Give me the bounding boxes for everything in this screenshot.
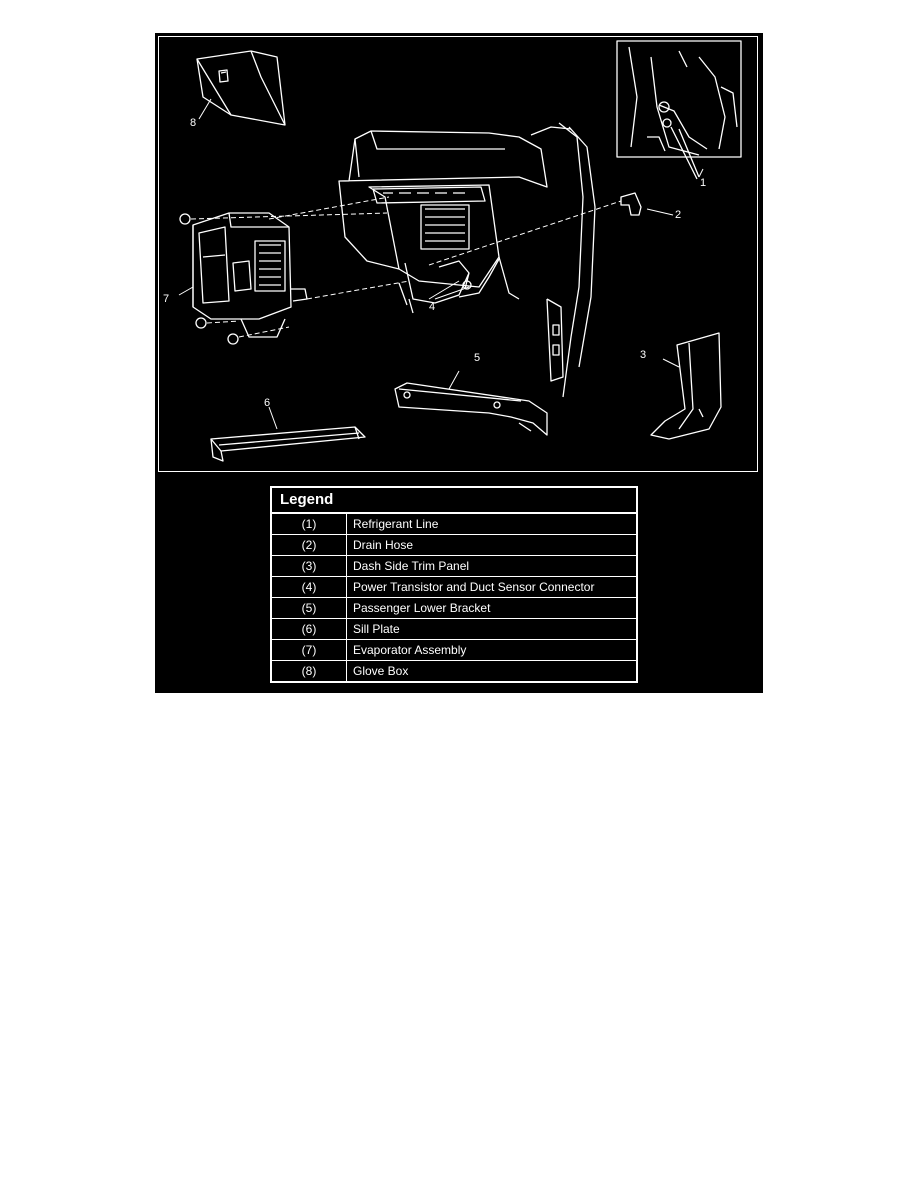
legend-table: Legend (1) Refrigerant Line (2) Drain Hose… — [270, 486, 638, 683]
passenger-lower-bracket-drawing — [394, 382, 548, 436]
legend-row: (8) Glove Box — [272, 660, 636, 681]
legend-number: (6) — [272, 619, 347, 639]
callout-3: 3 — [640, 349, 647, 361]
legend-number: (5) — [272, 598, 347, 618]
legend-title: Legend — [272, 488, 636, 513]
diagram-figure: 1 2 3 4 5 6 7 8 Legend (1) Refrigerant Li… — [155, 33, 763, 693]
sill-plate-drawing — [210, 426, 366, 462]
legend-number: (7) — [272, 640, 347, 660]
legend-number: (1) — [272, 514, 347, 534]
glove-box-drawing — [196, 50, 286, 126]
legend-description: Passenger Lower Bracket — [353, 601, 491, 615]
legend-row: (6) Sill Plate — [272, 618, 636, 639]
legend-row: (2) Drain Hose — [272, 534, 636, 555]
callout-5: 5 — [474, 352, 481, 364]
legend-description: Power Transistor and Duct Sensor Connect… — [353, 580, 595, 594]
callout-2: 2 — [675, 209, 682, 221]
callout-7: 7 — [163, 293, 170, 305]
legend-number: (3) — [272, 556, 347, 576]
legend-description: Drain Hose — [353, 538, 414, 552]
legend-row: (3) Dash Side Trim Panel — [272, 555, 636, 576]
callout-6: 6 — [264, 397, 271, 409]
screws-drawing — [179, 213, 472, 345]
legend-row: (1) Refrigerant Line — [272, 513, 636, 534]
legend-number: (2) — [272, 535, 347, 555]
refrigerant-line-inset — [616, 40, 742, 180]
legend-description: Dash Side Trim Panel — [353, 559, 470, 573]
callout-4: 4 — [429, 301, 436, 313]
drain-hose-drawing — [620, 192, 642, 216]
legend-row: (5) Passenger Lower Bracket — [272, 597, 636, 618]
callout-1: 1 — [700, 177, 707, 189]
exploded-view-drawing: 1 2 3 4 5 6 7 8 — [158, 36, 758, 472]
legend-description: Refrigerant Line — [353, 517, 439, 531]
legend-row: (7) Evaporator Assembly — [272, 639, 636, 660]
dash-side-trim-panel-drawing — [650, 332, 722, 440]
line-art — [178, 40, 742, 462]
legend-row: (4) Power Transistor and Duct Sensor Conn… — [272, 576, 636, 597]
dashboard-drawing — [338, 122, 596, 398]
evaporator-assembly-drawing — [192, 212, 308, 338]
callout-8: 8 — [190, 117, 197, 129]
legend-description: Evaporator Assembly — [353, 643, 467, 657]
legend-number: (4) — [272, 577, 347, 597]
legend-description: Sill Plate — [353, 622, 400, 636]
legend-number: (8) — [272, 661, 347, 681]
legend-description: Glove Box — [353, 664, 409, 678]
